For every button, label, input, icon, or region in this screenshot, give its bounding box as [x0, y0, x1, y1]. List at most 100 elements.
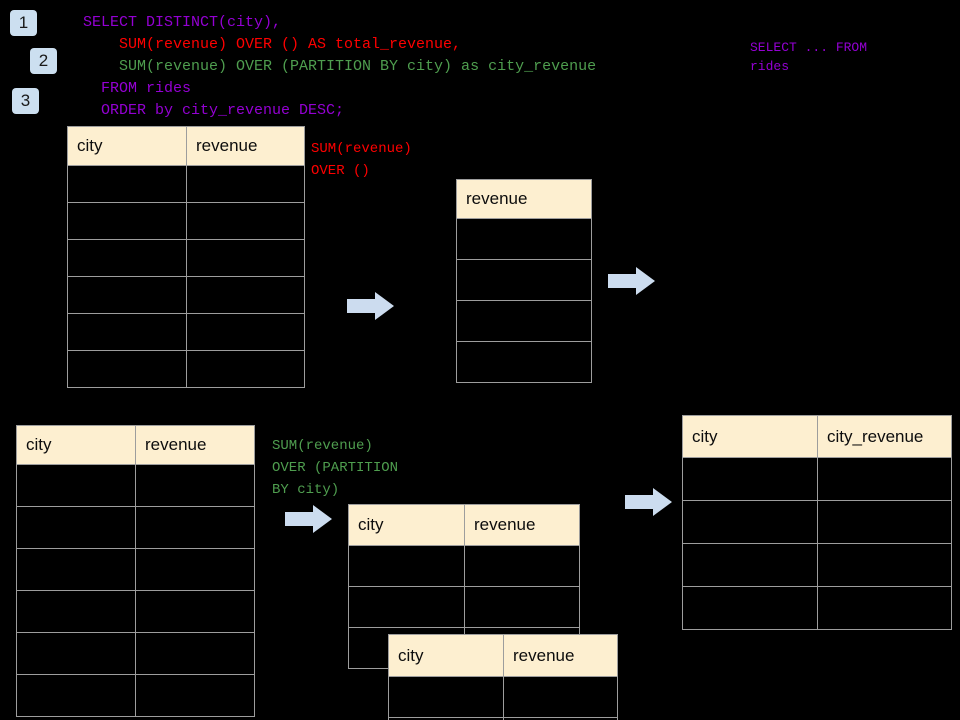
annotation-over-partition-line-1: SUM(revenue)	[272, 438, 373, 454]
table-cell	[348, 545, 465, 587]
arrow-right-icon	[608, 266, 656, 296]
table-row	[682, 457, 952, 501]
sql-line-sum-over-partition: SUM(revenue) OVER (PARTITION BY city) as…	[83, 58, 597, 75]
table-row	[682, 500, 952, 544]
table-row	[67, 350, 305, 388]
table-cell	[135, 632, 255, 675]
table-cell	[456, 259, 592, 301]
table-cell	[186, 239, 305, 277]
table-cell	[135, 464, 255, 507]
table-cell	[135, 506, 255, 549]
table-cell	[682, 586, 818, 630]
step-badge-2[interactable]: 2	[30, 48, 57, 74]
table-row	[388, 717, 618, 720]
table-row	[67, 165, 305, 203]
step-badge-3[interactable]: 3	[12, 88, 39, 114]
table-cell	[456, 341, 592, 383]
column-header-revenue: revenue	[464, 504, 580, 546]
table-cell	[16, 464, 136, 507]
table-cell	[67, 313, 187, 351]
table-row	[456, 259, 592, 301]
table-source-bottom: city revenue	[16, 425, 255, 717]
table-row	[456, 341, 592, 383]
table-row	[388, 676, 618, 718]
table-revenue-total: revenue	[456, 179, 592, 383]
column-header-city-revenue: city_revenue	[817, 415, 952, 458]
table-header-row: revenue	[456, 179, 592, 219]
annotation-over-partition-line-3: BY city)	[272, 482, 340, 498]
table-row	[67, 239, 305, 277]
sql-line-from: FROM rides	[83, 80, 192, 97]
sql-line-select-distinct: SELECT DISTINCT(city),	[83, 14, 282, 31]
table-cell	[135, 674, 255, 717]
sql-line-sum-over-empty: SUM(revenue) OVER () AS total_revenue,	[83, 36, 462, 53]
table-cell	[817, 457, 952, 501]
table-result: city city_revenue	[682, 415, 952, 630]
table-row	[16, 506, 255, 549]
table-cell	[16, 632, 136, 675]
table-cell	[67, 202, 187, 240]
table-cell	[67, 239, 187, 277]
table-cell	[186, 202, 305, 240]
column-header-city: city	[388, 634, 504, 677]
table-cell	[67, 276, 187, 314]
table-cell	[67, 350, 187, 388]
column-header-revenue: revenue	[135, 425, 255, 465]
table-partition-front: city revenue	[388, 634, 618, 720]
table-cell	[464, 545, 580, 587]
step-badge-1[interactable]: 1	[10, 10, 37, 36]
table-row	[67, 276, 305, 314]
table-cell	[817, 586, 952, 630]
side-note-line-2: rides	[750, 59, 790, 74]
arrow-right-icon	[285, 504, 333, 534]
column-header-city: city	[348, 504, 465, 546]
table-row	[16, 548, 255, 591]
arrow-right-icon	[625, 487, 673, 517]
column-header-revenue: revenue	[456, 179, 592, 219]
table-header-row: city revenue	[388, 634, 618, 677]
table-row	[67, 202, 305, 240]
table-header-row: city revenue	[16, 425, 255, 465]
table-row	[16, 632, 255, 675]
table-cell	[135, 548, 255, 591]
column-header-revenue: revenue	[503, 634, 618, 677]
column-header-city: city	[682, 415, 818, 458]
table-row	[67, 313, 305, 351]
table-header-row: city revenue	[348, 504, 580, 546]
table-row	[682, 543, 952, 587]
table-header-row: city revenue	[67, 126, 305, 166]
table-row	[16, 464, 255, 507]
table-cell	[186, 313, 305, 351]
table-row	[16, 590, 255, 633]
table-row	[348, 586, 580, 628]
column-header-revenue: revenue	[186, 126, 305, 166]
sql-line-order-by: ORDER by city_revenue DESC;	[83, 102, 345, 119]
table-cell	[186, 165, 305, 203]
table-cell	[456, 218, 592, 260]
table-cell	[186, 276, 305, 314]
table-cell	[682, 543, 818, 587]
table-cell	[817, 500, 952, 544]
table-source-top: city revenue	[67, 126, 305, 388]
table-cell	[388, 676, 504, 718]
table-cell	[16, 548, 136, 591]
annotation-over-partition-line-2: OVER (PARTITION	[272, 460, 399, 476]
table-header-row: city city_revenue	[682, 415, 952, 458]
column-header-city: city	[67, 126, 187, 166]
table-row	[456, 300, 592, 342]
table-cell	[464, 586, 580, 628]
annotation-over-empty-line-2: OVER ()	[311, 163, 370, 179]
table-cell	[456, 300, 592, 342]
table-cell	[503, 676, 618, 718]
table-cell	[186, 350, 305, 388]
table-cell	[817, 543, 952, 587]
annotation-over-empty-line-1: SUM(revenue)	[311, 141, 412, 157]
table-cell	[135, 590, 255, 633]
table-cell	[16, 590, 136, 633]
table-cell	[16, 506, 136, 549]
table-cell	[503, 717, 618, 720]
side-note-line-1: SELECT ... FROM	[750, 40, 868, 55]
table-cell	[348, 586, 465, 628]
column-header-city: city	[16, 425, 136, 465]
